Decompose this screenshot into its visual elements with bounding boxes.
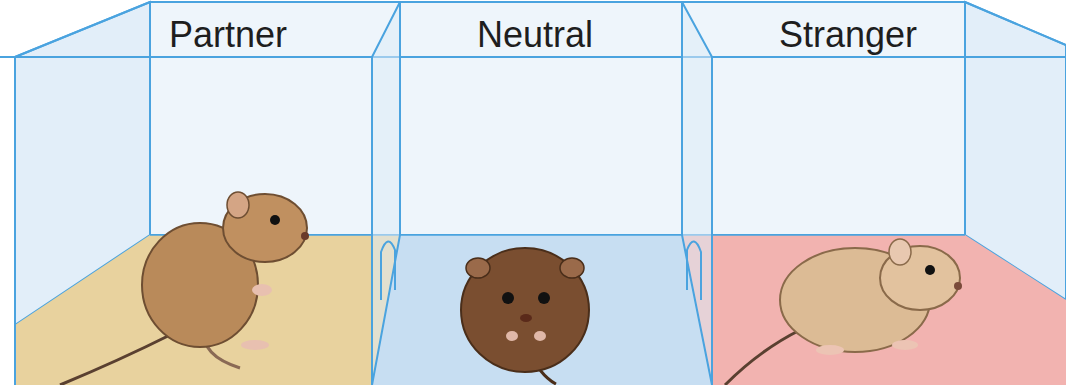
chamber-label-box: Stranger (776, 12, 922, 58)
front-top-edge (0, 56, 1066, 58)
chamber-label: Partner (169, 15, 287, 55)
stranger-floor (682, 235, 1066, 385)
chamber-label-box: Neutral (474, 12, 598, 58)
partner-vole (60, 192, 309, 385)
tunnel-arch (381, 241, 395, 300)
front-left-edge (14, 57, 16, 385)
chamber-label: Stranger (779, 15, 917, 55)
neutral-floor (372, 235, 712, 385)
left-top-edge (15, 2, 150, 57)
chamber-label-box: Partner (166, 12, 292, 58)
chamber-label: Neutral (477, 15, 593, 55)
divider-left (372, 2, 400, 385)
tunnel-arch (687, 241, 701, 300)
divider-right (682, 2, 712, 385)
neutral-vole (461, 248, 589, 384)
right-top-edge (965, 2, 1066, 45)
stranger-vole (725, 239, 962, 385)
